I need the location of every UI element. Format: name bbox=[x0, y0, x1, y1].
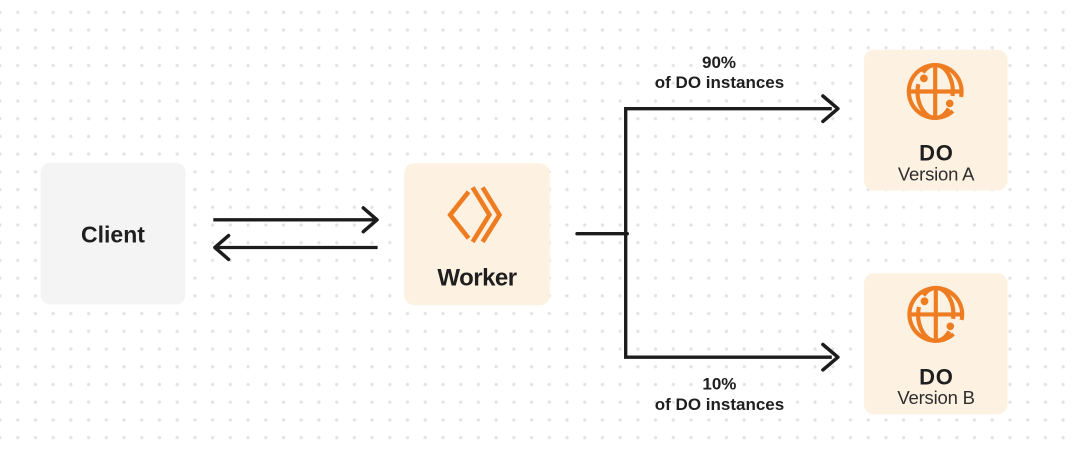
svg-text:DO: DO bbox=[919, 364, 954, 389]
svg-text:Client: Client bbox=[81, 222, 145, 248]
svg-text:Version A: Version A bbox=[898, 163, 975, 184]
svg-text:10%: 10% bbox=[702, 375, 736, 394]
svg-text:DO: DO bbox=[919, 140, 954, 165]
svg-text:of DO instances: of DO instances bbox=[655, 395, 784, 414]
svg-text:of DO instances: of DO instances bbox=[655, 73, 784, 92]
svg-text:Worker: Worker bbox=[437, 265, 516, 292]
svg-text:90%: 90% bbox=[702, 53, 736, 72]
svg-text:Version B: Version B bbox=[897, 387, 974, 408]
